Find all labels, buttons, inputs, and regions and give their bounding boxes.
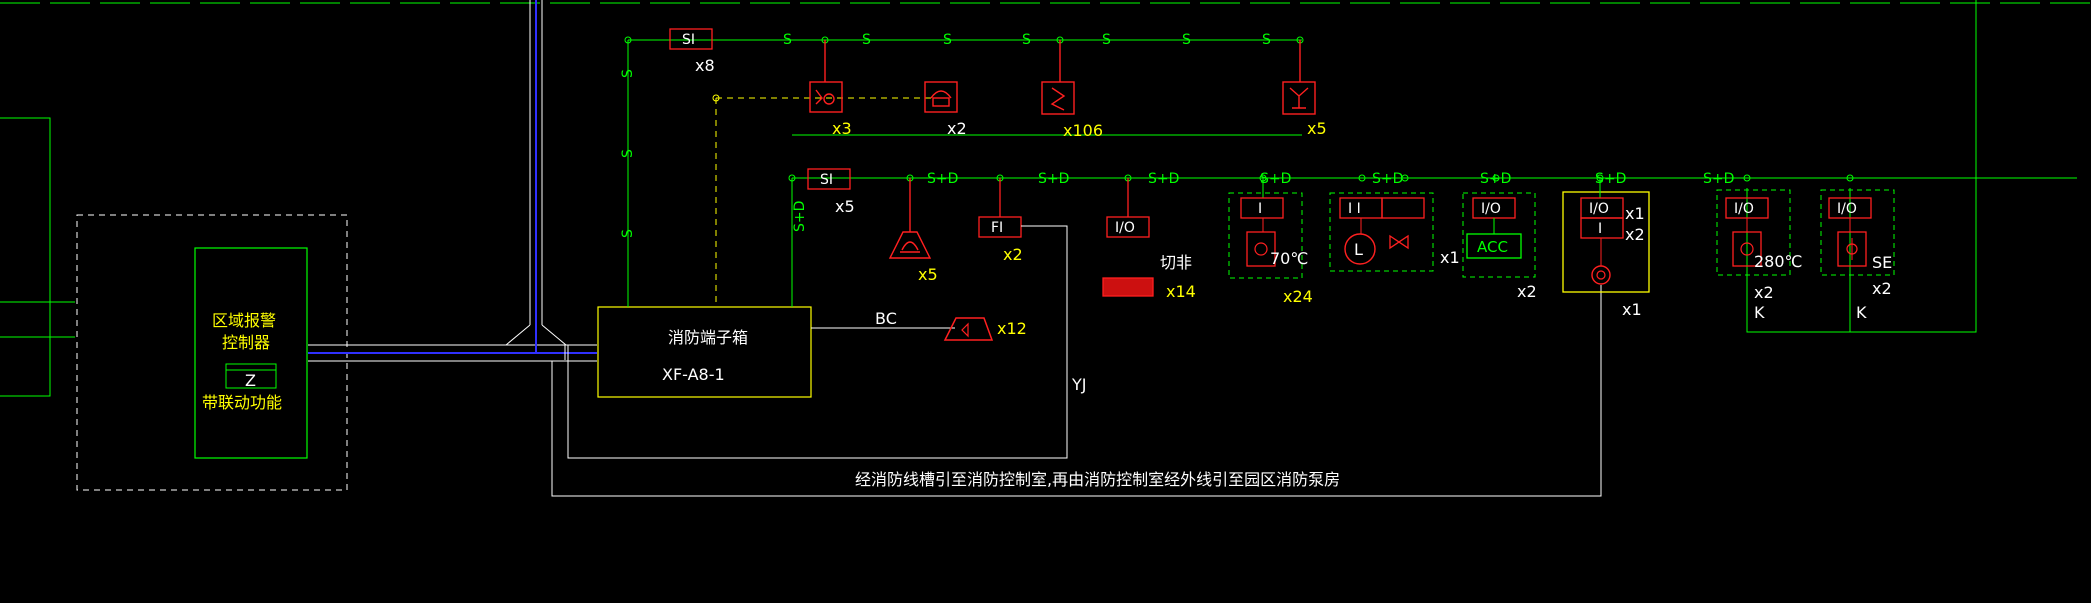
- terminal-box-model: XF-A8-1: [662, 365, 725, 384]
- unit3-module: I/O: [1481, 201, 1501, 217]
- flow-indicator-module[interactable]: [978, 178, 1067, 238]
- top-si-label: SI: [682, 32, 695, 48]
- svg-text:S+D: S+D: [792, 201, 808, 232]
- unit4-count: x1: [1622, 300, 1642, 319]
- svg-text:S: S: [1022, 32, 1031, 48]
- fire-telephone-icon[interactable]: [924, 81, 958, 113]
- unit2-l: L: [1354, 240, 1363, 259]
- sounder-count: x12: [997, 319, 1027, 338]
- unit-se[interactable]: [1820, 189, 1895, 276]
- unit1-temp: 70℃: [1270, 249, 1308, 268]
- manual-alarm-hydrant-icon[interactable]: [809, 40, 843, 113]
- top-si-count: x8: [695, 56, 715, 75]
- left-zone-lines: [0, 117, 75, 397]
- z-label: Z: [245, 371, 256, 390]
- unit6-module: I/O: [1837, 201, 1857, 217]
- z-module: [225, 363, 277, 389]
- terminal-box-name: 消防端子箱: [668, 328, 748, 347]
- alarm-bell-count: x5: [918, 265, 938, 284]
- sounder-horn-icon[interactable]: [943, 317, 994, 341]
- unit4-module-i: I: [1598, 221, 1602, 237]
- unit4-count-a: x1: [1625, 204, 1645, 223]
- svg-text:S+D: S+D: [1703, 171, 1734, 187]
- unit-acc[interactable]: [1462, 192, 1536, 278]
- unit1-count: x24: [1283, 287, 1313, 306]
- unit5-count: x2: [1754, 283, 1774, 302]
- unit5-module: I/O: [1734, 201, 1754, 217]
- unit3-count: x2: [1517, 282, 1537, 301]
- unit-280c[interactable]: [1716, 189, 1791, 276]
- yj-label: YJ: [1071, 375, 1087, 394]
- mid-si-label: SI: [820, 172, 833, 188]
- unit4-count-b: x2: [1625, 225, 1645, 244]
- unit5-temp: 280℃: [1754, 252, 1803, 271]
- svg-text:S+D: S+D: [1480, 171, 1511, 187]
- cable-trunk: [308, 0, 597, 362]
- top-device-1-count: x3: [832, 119, 852, 138]
- io-label: I/O: [1115, 220, 1135, 236]
- unit6-count: x2: [1872, 279, 1892, 298]
- top-device-2-count: x2: [947, 119, 967, 138]
- svg-text:S: S: [783, 32, 792, 48]
- heat-detector-icon[interactable]: [1282, 40, 1316, 115]
- unit-pump-start[interactable]: [1562, 178, 1650, 293]
- top-s-bus: [627, 0, 2077, 333]
- fire-terminal-box[interactable]: [597, 306, 812, 398]
- zone-alarm-controller[interactable]: [194, 247, 308, 459]
- routing-note: 经消防线槽引至消防控制室,再由消防控制室经外线引至园区消防泵房: [855, 470, 1340, 489]
- unit2-module: I I: [1348, 201, 1361, 217]
- fi-label: FI: [991, 220, 1003, 236]
- unit4-module: I/O: [1589, 201, 1609, 217]
- svg-text:S+D: S+D: [1148, 171, 1179, 187]
- svg-text:S: S: [1182, 32, 1191, 48]
- controller-note: 带联动功能: [202, 393, 282, 412]
- cut-label: 切非: [1160, 253, 1192, 272]
- unit1-module: I: [1258, 201, 1262, 217]
- top-bus-nodes: [624, 36, 1854, 182]
- top-device-4-count: x5: [1307, 119, 1327, 138]
- fi-count: x2: [1003, 245, 1023, 264]
- svg-text:S+D: S+D: [1260, 171, 1291, 187]
- svg-text:S: S: [1102, 32, 1111, 48]
- svg-text:S: S: [620, 69, 636, 78]
- unit6-se: SE: [1872, 253, 1892, 272]
- controller-title-line2: 控制器: [222, 333, 270, 352]
- svg-text:S+D: S+D: [1038, 171, 1069, 187]
- bc-label: BC: [875, 309, 897, 328]
- unit3-acc: ACC: [1477, 238, 1508, 256]
- unit6-k: K: [1856, 303, 1867, 322]
- unit5-k: K: [1754, 303, 1765, 322]
- mid-si-count: x5: [835, 197, 855, 216]
- controller-title-line1: 区域报警: [212, 311, 276, 330]
- mid-si-module[interactable]: [807, 168, 851, 190]
- bus-s-labels: S S S S S S S S S S S+D S+D S+D S+D S+D …: [620, 32, 1734, 238]
- svg-text:S: S: [1262, 32, 1271, 48]
- cut-count: x14: [1166, 282, 1196, 301]
- svg-text:S: S: [943, 32, 952, 48]
- smoke-detector-icon[interactable]: [1041, 40, 1075, 115]
- svg-text:S: S: [620, 229, 636, 238]
- svg-text:S: S: [620, 149, 636, 158]
- svg-text:S+D: S+D: [927, 171, 958, 187]
- top-device-3-count: x106: [1063, 121, 1103, 140]
- svg-text:S+D: S+D: [1372, 171, 1403, 187]
- top-si-module[interactable]: [669, 28, 713, 50]
- alarm-bell-icon[interactable]: [888, 178, 932, 259]
- unit-70c[interactable]: [1228, 178, 1303, 279]
- unit-pump-valve[interactable]: [1329, 192, 1434, 272]
- io-cut-module[interactable]: [1102, 178, 1154, 297]
- svg-text:S+D: S+D: [1595, 171, 1626, 187]
- svg-text:S: S: [862, 32, 871, 48]
- unit2-count: x1: [1440, 248, 1460, 267]
